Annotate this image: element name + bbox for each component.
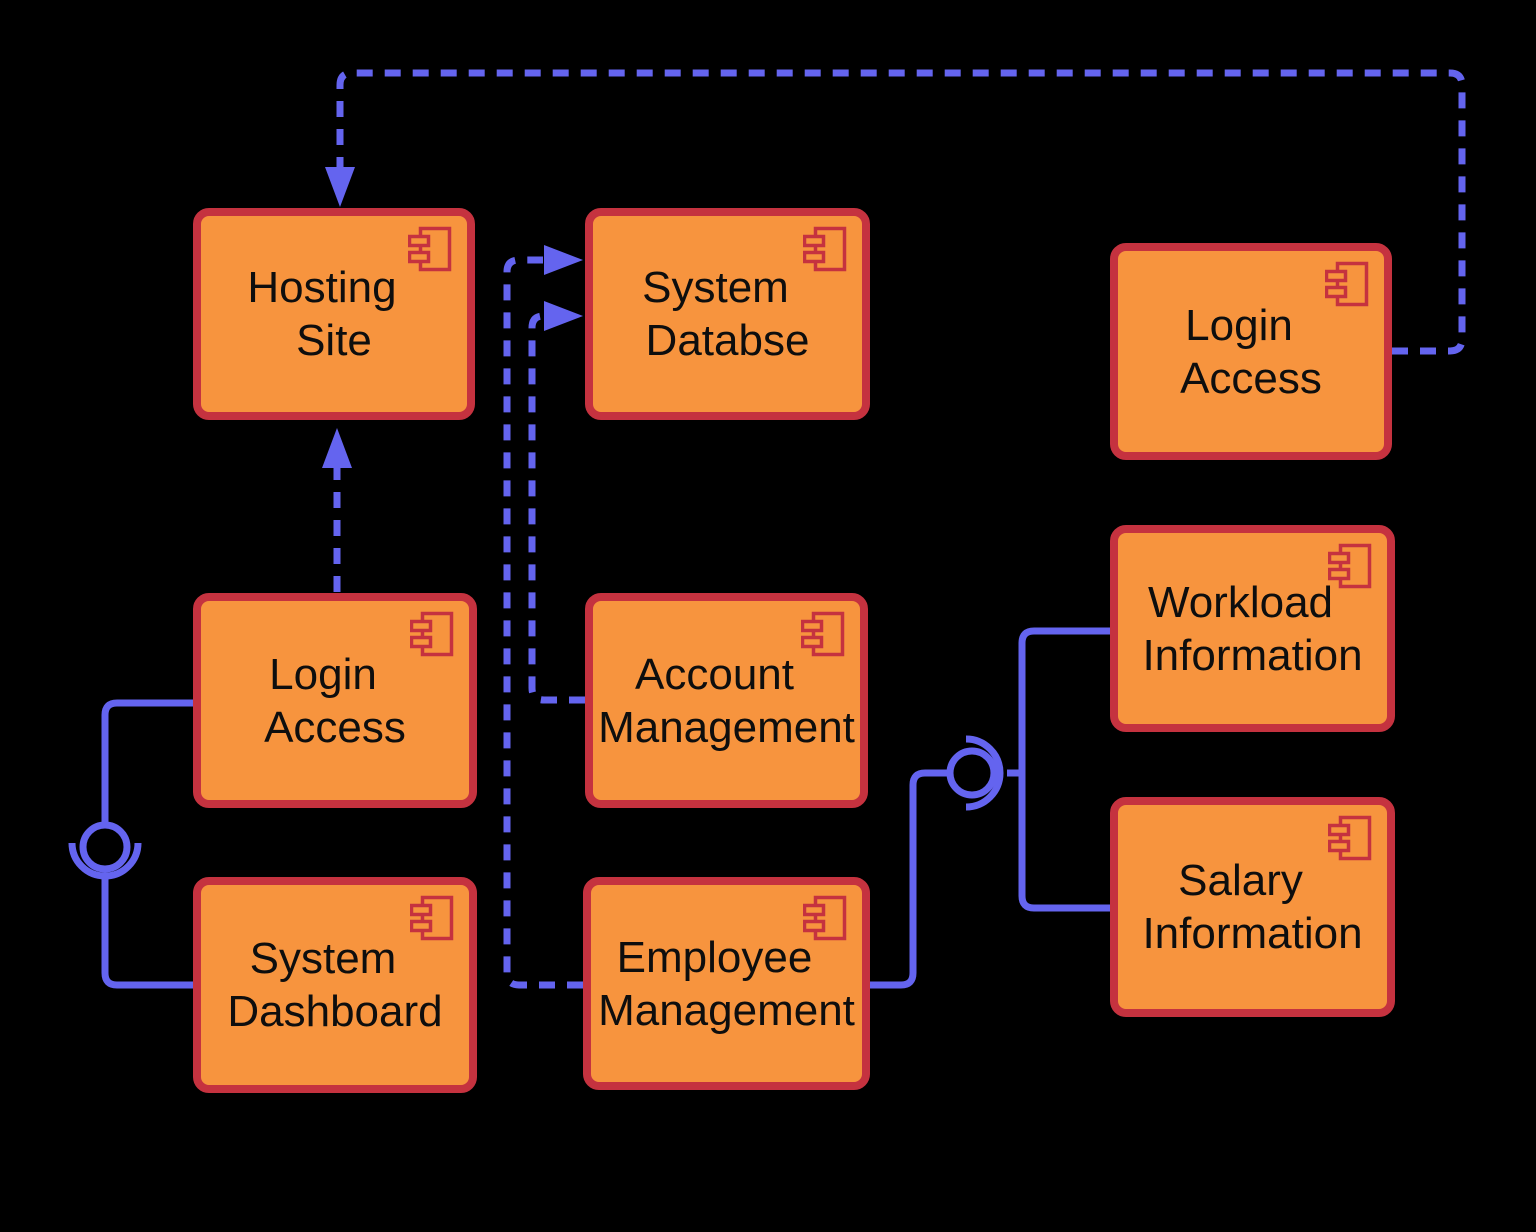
component-icon xyxy=(803,226,847,272)
component-account-management: Account Management xyxy=(585,593,868,808)
component-icon xyxy=(801,611,845,657)
component-system-dashboard: System Dashboard xyxy=(193,877,477,1093)
component-icon xyxy=(410,611,454,657)
component-login-access-left: Login Access xyxy=(193,593,477,808)
edge-socket-to-dashboard xyxy=(101,878,193,989)
component-label: Employee xyxy=(616,932,813,982)
component-icon xyxy=(410,895,454,941)
component-label: Management xyxy=(598,985,855,1035)
component-system-database: System Databse xyxy=(585,208,870,420)
component-label: Salary xyxy=(1178,856,1303,905)
component-label: Access xyxy=(1180,353,1322,403)
component-label: Access xyxy=(264,702,406,752)
component-icon xyxy=(1328,543,1372,589)
edge-login-left-to-ball xyxy=(101,699,193,825)
edge-employee-to-database xyxy=(503,256,583,989)
component-employee-management: Employee Management xyxy=(583,877,870,1090)
component-label: Site xyxy=(296,316,372,365)
socket-interface-left xyxy=(68,842,142,880)
component-icon xyxy=(408,226,452,272)
edge-login-top-to-hosting xyxy=(336,69,1466,355)
arrowhead-up-hosting xyxy=(322,428,352,468)
component-icon xyxy=(803,895,847,941)
arrowhead-database-lower xyxy=(544,301,583,331)
component-icon xyxy=(1325,261,1369,307)
component-label: Account xyxy=(635,649,794,699)
component-icon xyxy=(1328,815,1372,861)
ball-interface-right xyxy=(946,747,998,799)
component-salary-information: Salary Information xyxy=(1110,797,1395,1017)
component-label: Hosting xyxy=(247,263,397,312)
ball-interface-left xyxy=(79,821,131,873)
socket-interface-right xyxy=(965,735,1004,811)
edge-employee-to-ball xyxy=(870,769,949,989)
arrowhead-down-hosting xyxy=(325,167,355,207)
edge-account-to-database xyxy=(528,312,585,704)
component-hosting-site: Hosting Site xyxy=(193,208,475,420)
component-label: System xyxy=(249,934,397,983)
component-label: Information xyxy=(1142,630,1363,680)
component-label: System xyxy=(642,263,789,312)
component-label: Login xyxy=(269,649,377,699)
component-label: Workload xyxy=(1147,577,1334,627)
component-label: Databse xyxy=(645,316,810,365)
component-label: Login xyxy=(1185,300,1293,350)
edge-branch-workload-salary xyxy=(1018,627,1110,912)
component-login-access-top-right: Login Access xyxy=(1110,243,1392,460)
component-label: Management xyxy=(598,702,855,752)
arrowhead-database-upper xyxy=(544,245,583,275)
component-workload-information: Workload Information xyxy=(1110,525,1395,732)
component-label: Dashboard xyxy=(227,987,443,1036)
component-label: Information xyxy=(1142,909,1363,958)
